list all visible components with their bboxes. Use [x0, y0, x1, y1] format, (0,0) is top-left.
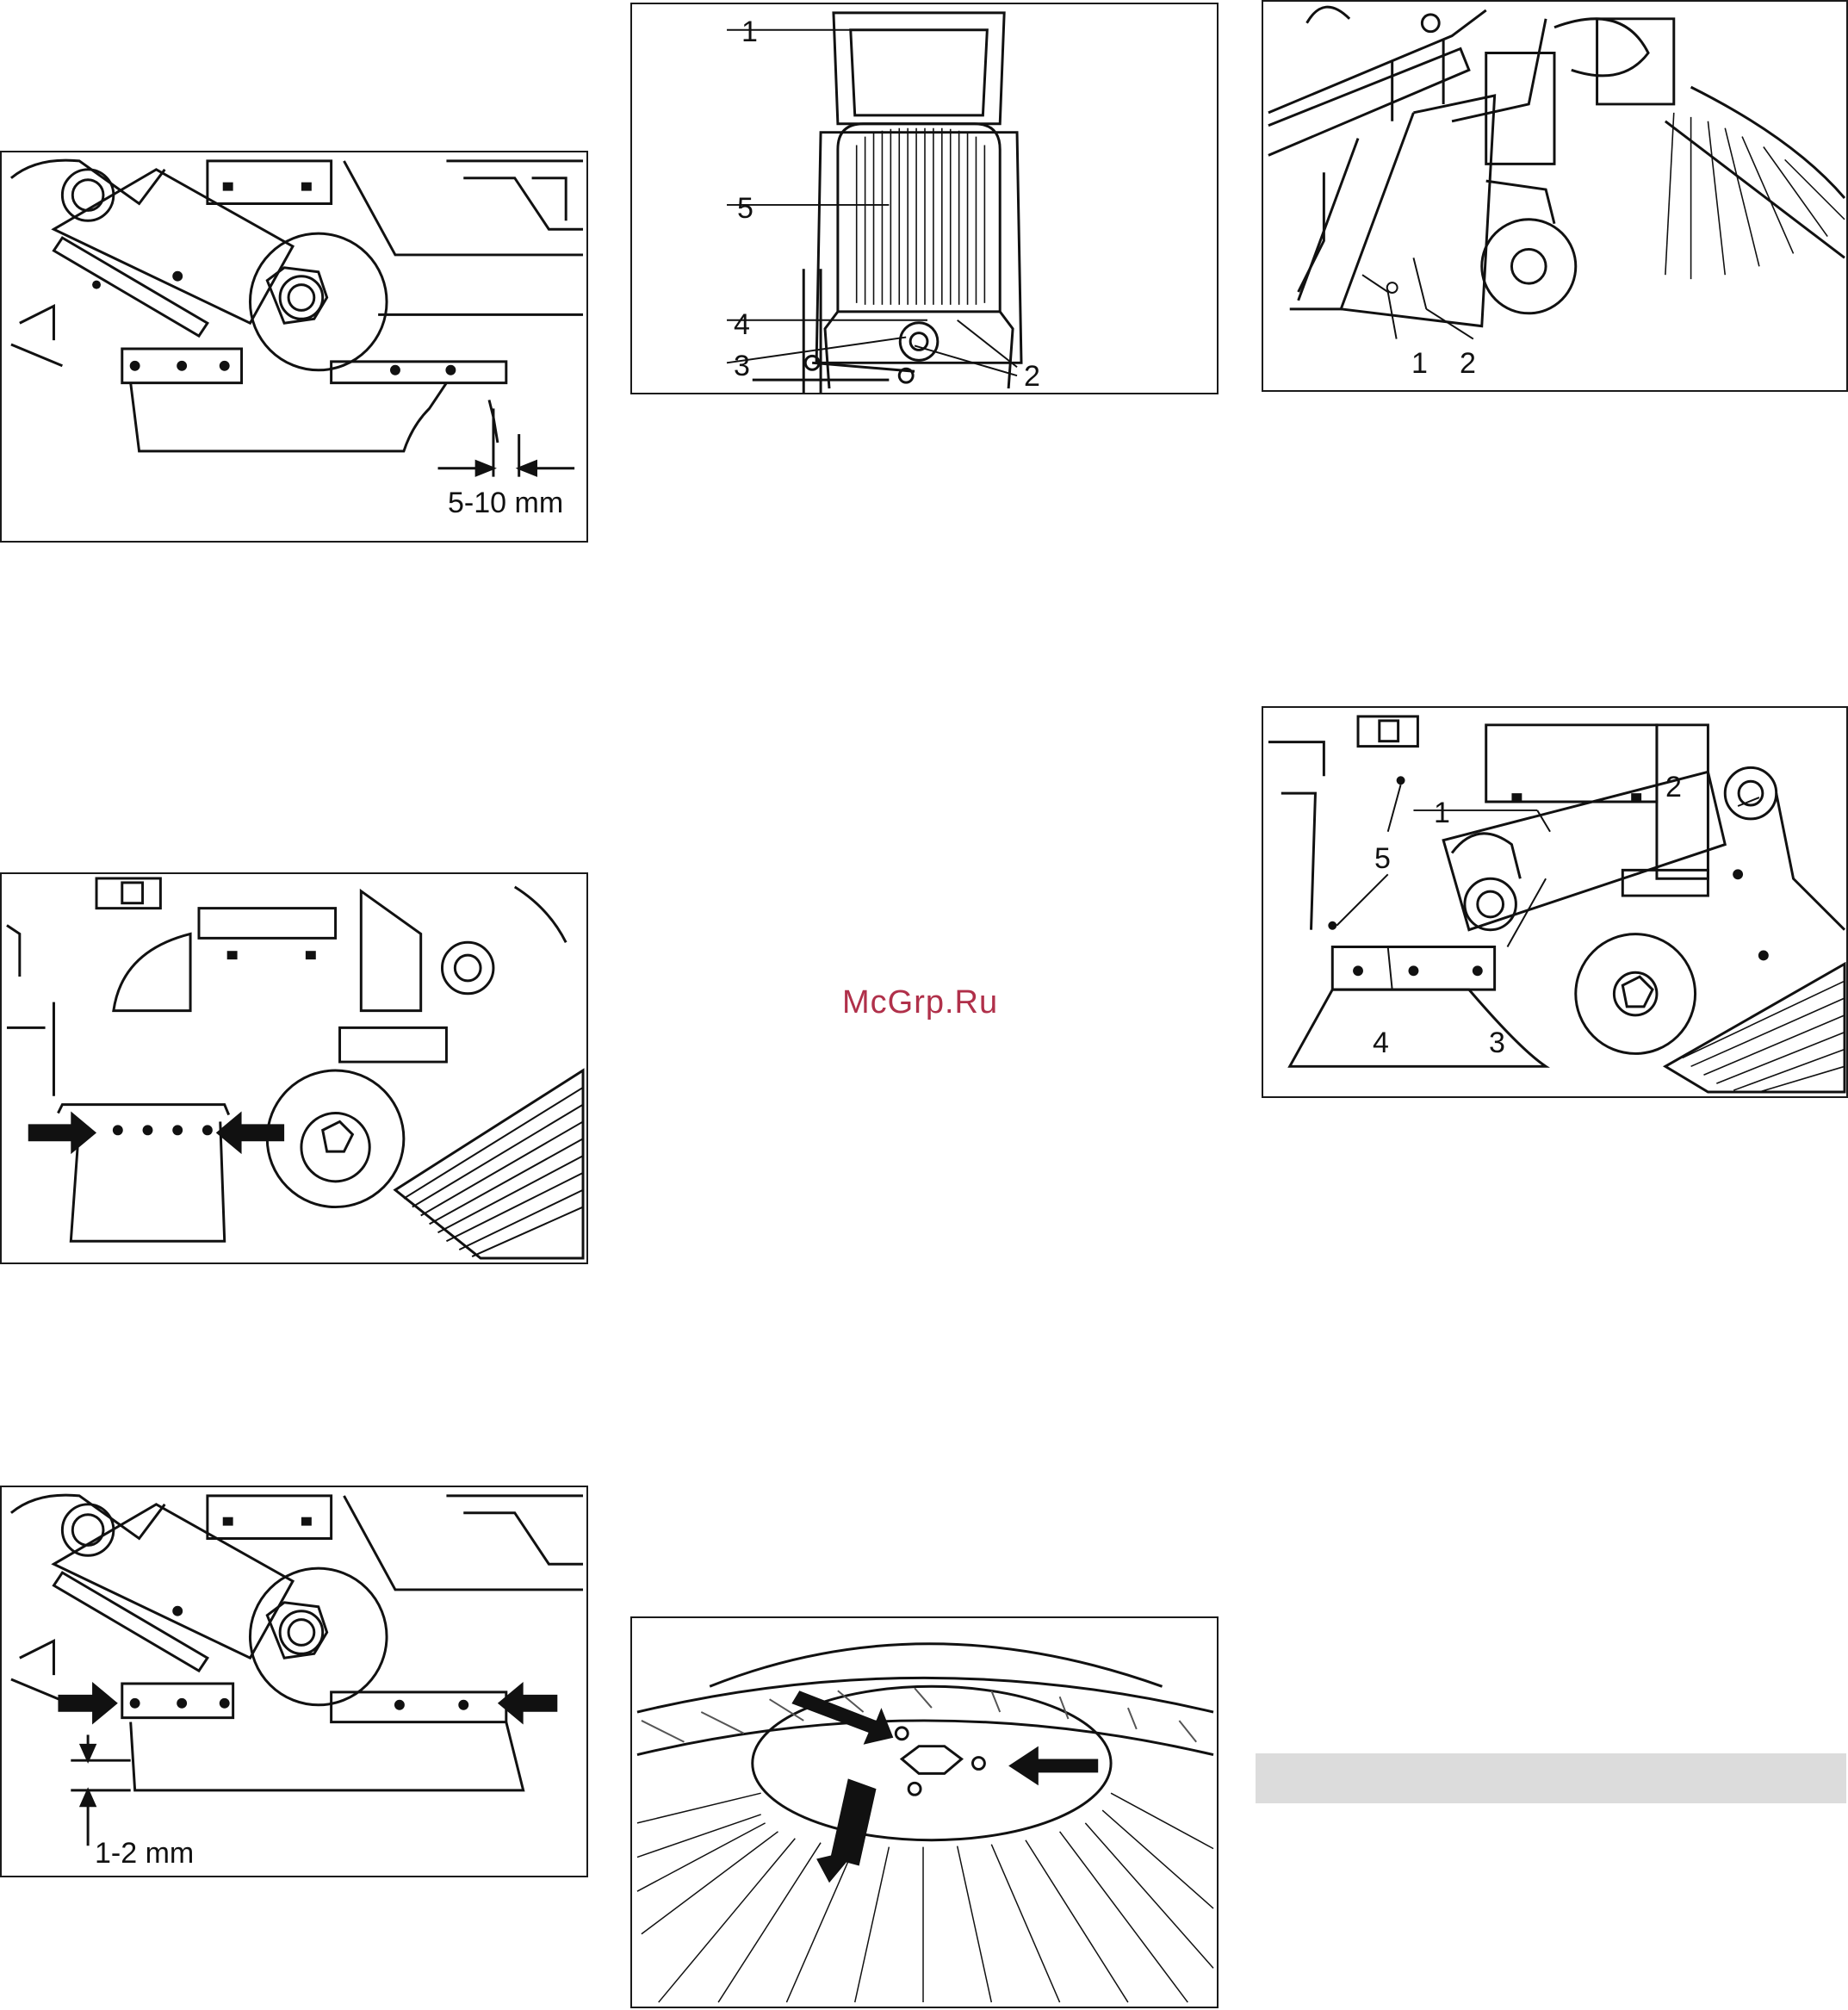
- callout-3: 3: [734, 351, 750, 381]
- side-brush-screws-drawing: [632, 1618, 1217, 2007]
- callout-1: 1: [741, 17, 758, 47]
- figure-sealing-strip: [0, 872, 588, 1264]
- dust-filter-drawing: [632, 4, 1217, 393]
- figure-side-cover: 2 1 5 4 3: [1262, 706, 1848, 1098]
- callout-4: 4: [1373, 1028, 1389, 1058]
- figure-dust-filter: 1 5 4 3 2: [630, 3, 1219, 394]
- callout-3: 3: [1489, 1028, 1505, 1058]
- sealing-strip-drawing: [2, 874, 586, 1262]
- gap-dimension-label: 5-10 mm: [448, 488, 563, 518]
- height-dimension-label: 1-2 mm: [95, 1839, 194, 1868]
- figure-cover-panel: 1 2: [1262, 0, 1848, 392]
- figure-side-brush-gap: 5-10 mm: [0, 151, 588, 543]
- section-header-bar: [1256, 1753, 1846, 1803]
- callout-5: 5: [1374, 844, 1391, 873]
- figure-side-brush-screws: [630, 1616, 1219, 2008]
- side-brush-gap-drawing: [2, 152, 586, 541]
- figure-sealing-height: 1-2 mm: [0, 1486, 588, 1877]
- callout-1: 1: [1434, 798, 1450, 828]
- callout-1: 1: [1411, 349, 1428, 378]
- callout-5: 5: [737, 194, 753, 223]
- site-watermark: McGrp.Ru: [842, 984, 998, 1021]
- callout-2: 2: [1024, 362, 1040, 391]
- callout-4: 4: [734, 310, 750, 339]
- callout-2: 2: [1460, 349, 1476, 378]
- sealing-height-drawing: [2, 1487, 586, 1876]
- callout-2: 2: [1665, 772, 1682, 802]
- cover-panel-drawing: [1263, 2, 1846, 390]
- side-cover-drawing: [1263, 708, 1846, 1096]
